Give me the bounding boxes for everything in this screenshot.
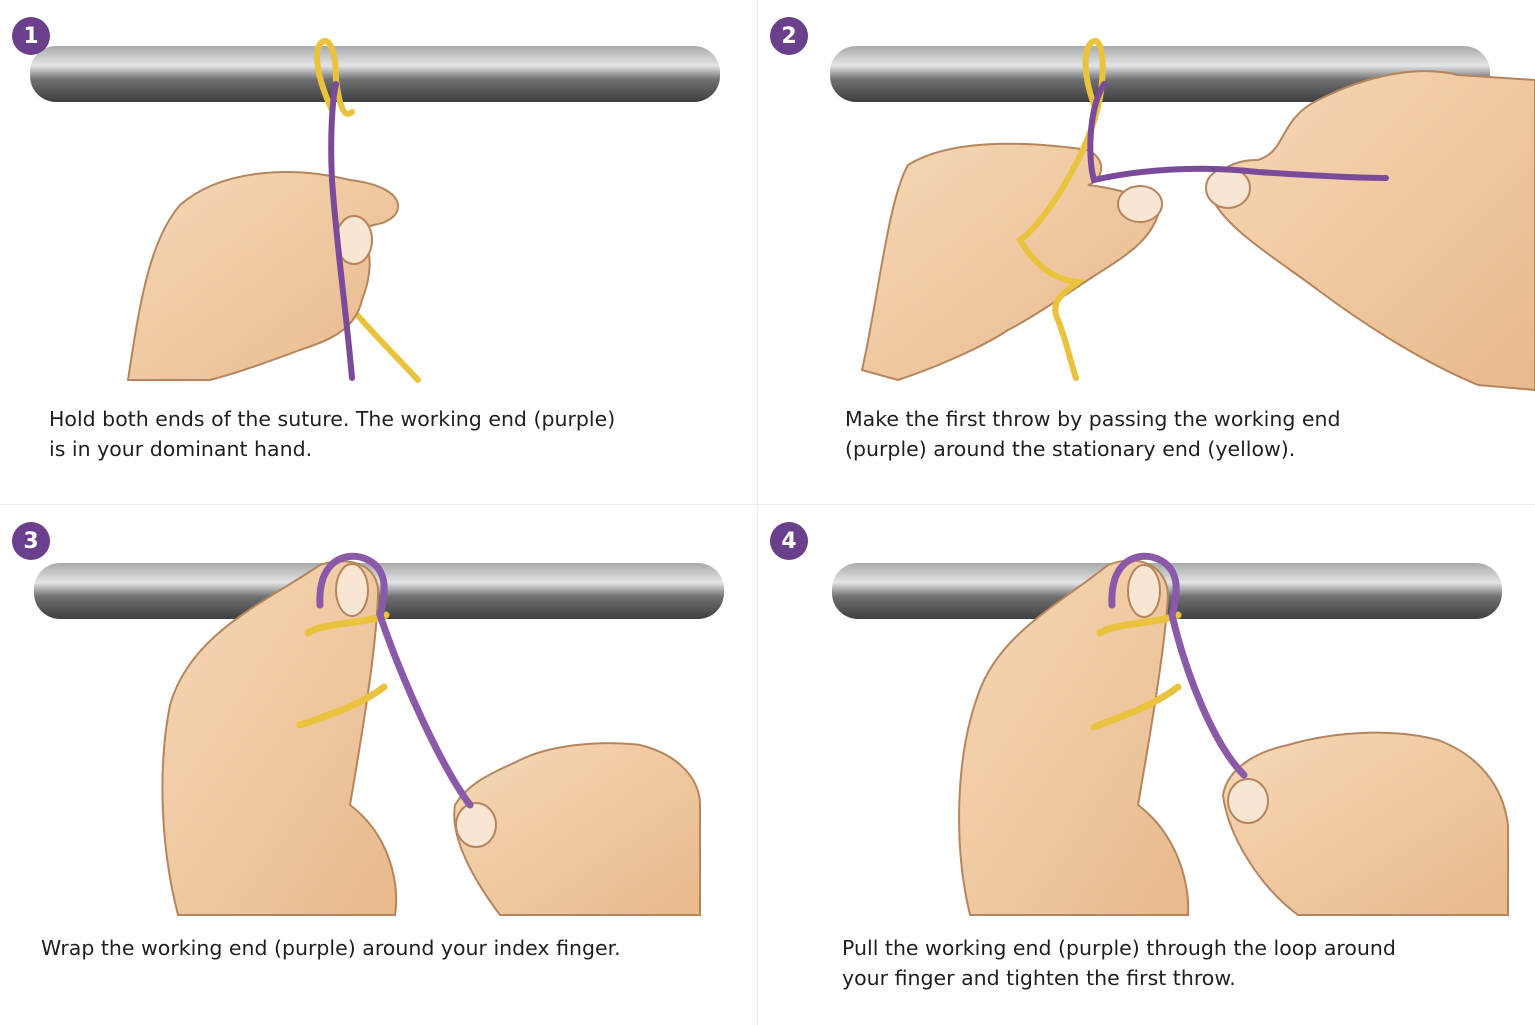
step-number-badge: 4 [770,522,808,560]
step-number-badge: 2 [770,17,808,55]
caption-line: is in your dominant hand. [49,437,313,461]
hand [126,171,399,381]
rod [830,46,1490,102]
rod [30,46,720,102]
thumb-nail [1117,185,1163,223]
step-panel-4: 4 Pull the working end (purple) through … [758,505,1535,1025]
finger-nail [1127,564,1161,618]
finger-nail [335,563,369,617]
step-panel-1: 1 Hold both ends of the suture. The work… [0,0,757,504]
step-caption: Wrap the working end (purple) around you… [41,933,621,963]
caption-line: Hold both ends of the suture. The workin… [49,407,616,431]
caption-line: Make the first throw by passing the work… [845,407,1341,431]
left-hand [161,560,398,916]
left-hand [958,559,1190,916]
working-suture [1108,552,1248,779]
finger-nail [455,802,497,848]
stationary-suture [1016,38,1106,381]
finger-nail [1205,167,1251,209]
step-1-illustration [30,38,720,383]
step-caption: Hold both ends of the suture. The workin… [49,404,615,464]
right-hand [1221,731,1509,916]
right-hand [453,742,701,916]
stationary-suture [314,38,355,117]
step-2-illustration [830,38,1535,392]
step-number-badge: 3 [12,522,50,560]
finger-nail [1227,778,1269,824]
right-hand [1211,70,1535,392]
step-4-illustration [832,552,1509,916]
step-number-badge: 1 [12,17,50,55]
caption-line: (purple) around the stationary end (yell… [845,437,1296,461]
working-suture [1087,81,1389,184]
horizontal-divider [0,504,1535,505]
step-panel-3: 3 Wrap the working end (purple) around y… [0,505,757,1025]
working-suture [316,552,474,809]
step-3-illustration [34,552,724,916]
vertical-divider [757,0,758,1025]
caption-line: your finger and tighten the first throw. [842,966,1236,990]
step-panel-2: 2 Make the first throw by passing the wo… [758,0,1535,504]
step-caption: Make the first throw by passing the work… [845,404,1341,464]
left-hand [860,142,1160,382]
step-caption: Pull the working end (purple) through th… [842,933,1396,993]
working-suture [328,81,355,381]
caption-line: Pull the working end (purple) through th… [842,936,1396,960]
caption-line: Wrap the working end (purple) around you… [41,936,621,960]
